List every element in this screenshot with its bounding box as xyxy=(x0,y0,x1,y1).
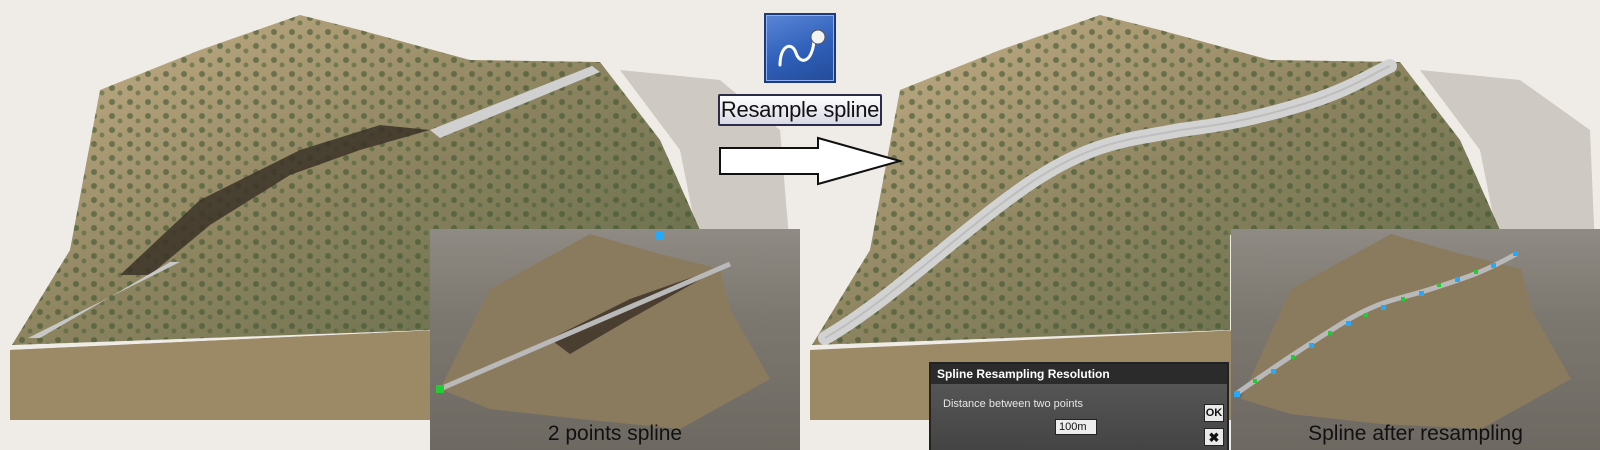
after-spline-inset: Spline after resampling xyxy=(1231,229,1600,450)
resample-spline-tool-button[interactable] xyxy=(764,13,836,83)
spline-resampling-dialog: Spline Resampling Resolution Distance be… xyxy=(929,362,1229,450)
after-spline-viewport xyxy=(1234,234,1571,429)
after-spline-caption: Spline after resampling xyxy=(1308,422,1523,445)
close-icon: ✖ xyxy=(1208,430,1220,445)
distance-input[interactable] xyxy=(1055,419,1097,435)
ok-button[interactable]: OK xyxy=(1204,404,1224,422)
before-spline-viewport xyxy=(436,232,770,429)
before-spline-caption: 2 points spline xyxy=(547,422,683,445)
before-spline-inset: 2 points spline xyxy=(430,229,800,450)
dialog-title: Spline Resampling Resolution xyxy=(931,364,1227,384)
transition-arrow-icon xyxy=(719,136,902,186)
before-terrain-scene xyxy=(10,15,790,420)
resample-spline-label[interactable]: Resample spline xyxy=(718,94,882,126)
close-button[interactable]: ✖ xyxy=(1204,428,1224,446)
spline-tool-icon xyxy=(778,29,826,67)
distance-label: Distance between two points xyxy=(943,398,1084,410)
